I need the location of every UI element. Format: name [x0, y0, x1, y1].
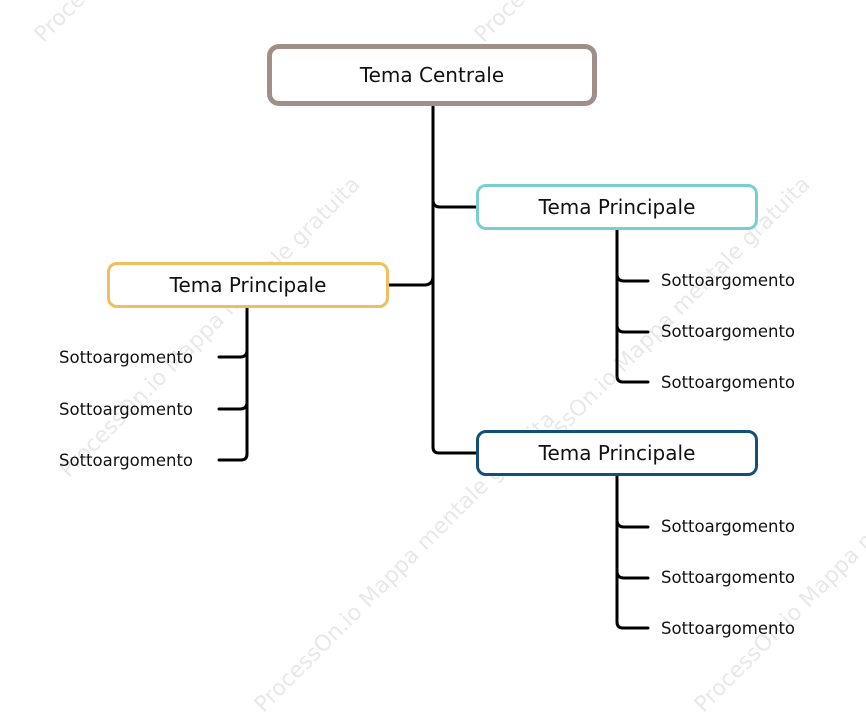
branch-connector-left: [387, 274, 435, 287]
sub-connector-tr: [615, 228, 650, 384]
sub-connector-left: [217, 306, 249, 462]
subtopic-node[interactable]: Sottoargomento: [59, 451, 194, 470]
central-topic-label: Tema Centrale: [359, 63, 505, 87]
subtopic-node[interactable]: Sottoargomento: [661, 373, 796, 392]
subtopic-node[interactable]: Sottoargomento: [59, 348, 194, 367]
sub-connector-left-1: [217, 348, 249, 359]
central-topic-node[interactable]: Tema Centrale: [267, 44, 597, 106]
main-topic-node-top-right[interactable]: Tema Principale: [476, 184, 758, 230]
branch-connector-top-right: [431, 198, 478, 209]
main-topic-label: Tema Principale: [538, 441, 696, 465]
subtopic-node[interactable]: Sottoargomento: [661, 271, 796, 290]
sub-connector-tr-1: [615, 272, 650, 283]
sub-connector-left-2: [217, 400, 249, 411]
sub-connector-br-2: [615, 569, 650, 580]
main-topic-node-bottom-right[interactable]: Tema Principale: [476, 430, 758, 476]
sub-connector-br-1: [615, 518, 650, 529]
sub-connector-tr-2: [615, 323, 650, 334]
main-topic-label: Tema Principale: [538, 195, 696, 219]
subtopic-node[interactable]: Sottoargomento: [661, 568, 796, 587]
subtopic-node[interactable]: Sottoargomento: [661, 322, 796, 341]
main-topic-label: Tema Principale: [169, 273, 327, 297]
sub-connector-br: [615, 474, 650, 630]
main-topic-node-left[interactable]: Tema Principale: [107, 262, 389, 308]
subtopic-node[interactable]: Sottoargomento: [661, 619, 796, 638]
subtopic-node[interactable]: Sottoargomento: [661, 517, 796, 536]
subtopic-node[interactable]: Sottoargomento: [59, 400, 194, 419]
trunk-connector: [431, 104, 478, 455]
